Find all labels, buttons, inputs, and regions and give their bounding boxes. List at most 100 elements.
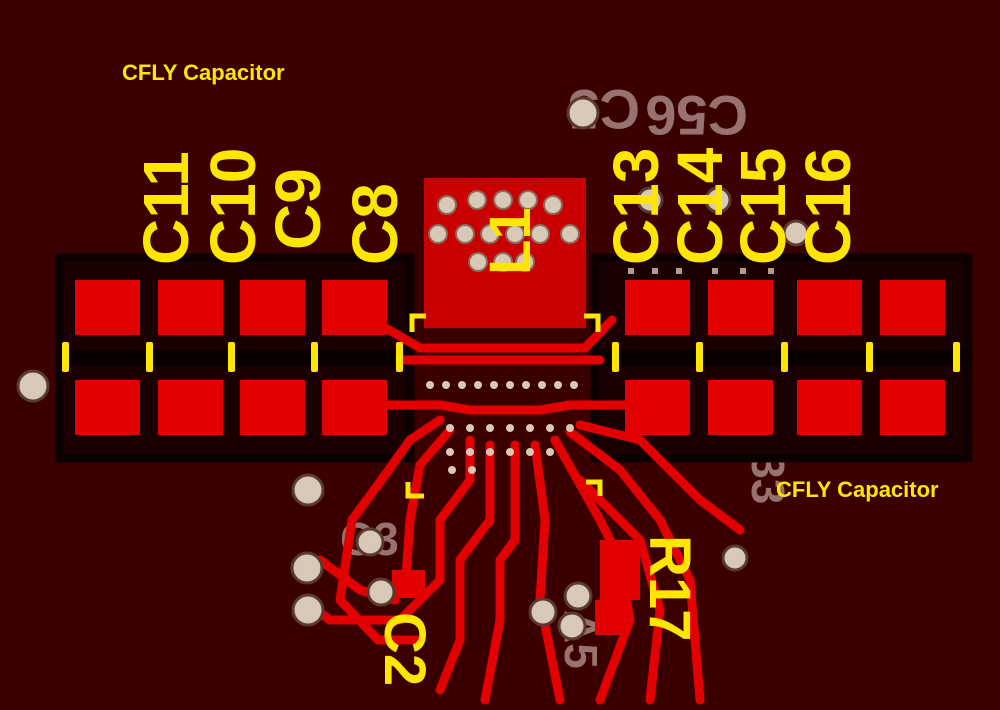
c15-designator: C15 [727, 148, 799, 265]
a5-pad-block [595, 600, 630, 635]
via [538, 381, 546, 389]
via [628, 268, 634, 274]
via [546, 424, 554, 432]
c9-pad-top [240, 280, 305, 335]
left-cap-bank-outline [55, 253, 415, 463]
tick-r3 [866, 342, 873, 372]
copper-traces [305, 315, 745, 705]
via [493, 190, 513, 210]
via [712, 268, 718, 274]
c11-pad-bottom [75, 380, 140, 435]
ic-corner-tl [409, 313, 426, 332]
via [480, 224, 500, 244]
via [490, 381, 498, 389]
via [467, 190, 487, 210]
via [442, 381, 450, 389]
c10-pad-bottom [158, 380, 223, 435]
trace-01 [367, 315, 617, 353]
via [506, 424, 514, 432]
ic-corner-tr [584, 313, 601, 332]
tick-r4 [953, 342, 960, 372]
via [566, 96, 600, 130]
r17-pad-block [600, 540, 640, 600]
cfly-capacitor-annotation-left: CFLY Capacitor [122, 60, 285, 85]
tick-r2 [781, 342, 788, 372]
via [554, 381, 562, 389]
right-cap-pads [625, 280, 945, 435]
via [458, 381, 466, 389]
c2-designator: C2 [372, 612, 437, 686]
tick-l4 [396, 342, 403, 372]
trace-03 [365, 400, 645, 415]
tick-l3 [311, 342, 318, 372]
via [426, 381, 434, 389]
via [505, 224, 525, 244]
silk-designators: C11 C10 C9 C8 L1 C13 C14 C15 C16 R17 C2 [130, 147, 864, 686]
c9-pad-bottom [240, 380, 305, 435]
via [466, 424, 474, 432]
via [636, 186, 664, 214]
c13-designator: C13 [600, 148, 672, 265]
via [652, 268, 658, 274]
via [466, 448, 474, 456]
via [291, 593, 325, 627]
c16-pad-bottom [880, 380, 945, 435]
c14-designator: C14 [664, 147, 736, 265]
tick-r1 [696, 342, 703, 372]
c13-pad-top [625, 280, 690, 335]
tick-r0 [612, 342, 619, 372]
via [740, 268, 746, 274]
trace-05 [400, 425, 455, 595]
via [704, 186, 732, 214]
ic-corner-br [586, 479, 603, 496]
c14-pad-top [708, 280, 773, 335]
capacitor-outline-group [55, 253, 973, 463]
via [446, 448, 454, 456]
c16-pad-top [880, 280, 945, 335]
via [563, 581, 593, 611]
c15-pad-bottom [797, 380, 862, 435]
via [486, 448, 494, 456]
trace-07 [435, 440, 495, 695]
c9-designator: C9 [262, 168, 334, 250]
c14-pad-bottom [708, 380, 773, 435]
c8-pad-bottom [322, 380, 387, 435]
c8-designator: C8 [339, 183, 411, 265]
via [528, 597, 558, 627]
c11-designator: C11 [130, 151, 202, 265]
tick-l2 [228, 342, 235, 372]
trace-09 [530, 440, 565, 705]
via [468, 466, 476, 474]
standalone-vias [16, 96, 810, 641]
trace-12 [575, 420, 745, 535]
via [455, 224, 475, 244]
via [291, 473, 325, 507]
via [676, 268, 682, 274]
via [526, 448, 534, 456]
via [468, 252, 488, 272]
trace-04 [335, 415, 445, 645]
trace-14 [575, 475, 665, 705]
via [530, 224, 550, 244]
via [515, 252, 535, 272]
c11-pad-top [75, 280, 140, 335]
l1-designator: L1 [478, 207, 543, 275]
silk-tick-marks [62, 342, 960, 372]
c10-pad-top [158, 280, 223, 335]
via [546, 448, 554, 456]
via [474, 381, 482, 389]
small-vias-row [628, 268, 774, 274]
via [526, 424, 534, 432]
via [290, 551, 324, 585]
via [570, 381, 578, 389]
ic-corner-bl [405, 482, 424, 499]
c3-pad-block [392, 570, 425, 598]
c13-pad-bottom [625, 380, 690, 435]
l1-thermal-vias [428, 190, 580, 272]
via [355, 527, 385, 557]
r17-designator: R17 [637, 535, 702, 641]
via [437, 195, 457, 215]
via [566, 424, 574, 432]
via [448, 466, 456, 474]
